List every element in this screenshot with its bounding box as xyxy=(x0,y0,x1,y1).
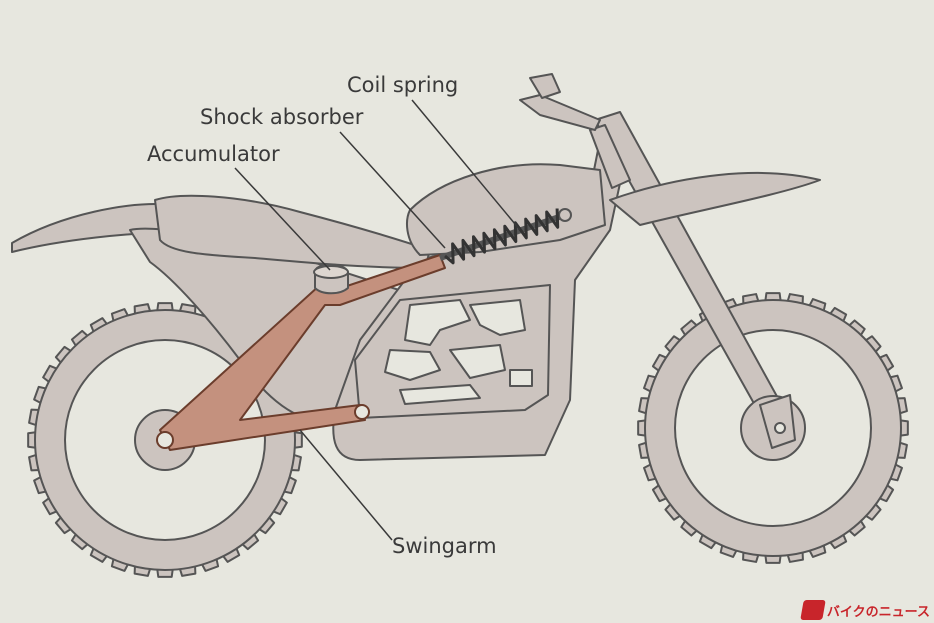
label-swingarm: Swingarm xyxy=(392,534,497,558)
watermark: バイクのニュース xyxy=(800,600,930,620)
label-coil-spring: Coil spring xyxy=(347,73,459,97)
fuel-tank xyxy=(406,163,606,256)
leader-line-coil-spring xyxy=(411,99,521,231)
leader-line-accumulator xyxy=(234,167,331,271)
handlebar xyxy=(519,94,601,131)
leader-line-shock-absorber xyxy=(339,131,446,249)
steering-head xyxy=(589,124,631,189)
watermark-logo-icon xyxy=(800,600,826,620)
accumulator-cap xyxy=(313,265,349,279)
leader-line-swingarm xyxy=(299,429,393,541)
front-axle-clamp xyxy=(759,394,796,449)
rear-axle xyxy=(156,431,174,449)
front-axle xyxy=(774,422,786,434)
front-fender xyxy=(609,171,821,226)
watermark-text: バイクのニュース xyxy=(826,604,930,620)
label-accumulator: Accumulator xyxy=(147,142,280,166)
coil-spring xyxy=(444,208,560,265)
label-shock-absorber: Shock absorber xyxy=(200,105,364,129)
handlebar-grip xyxy=(529,73,561,99)
shock-absorber xyxy=(439,208,572,261)
engine xyxy=(384,299,533,405)
swingarm-pivot xyxy=(354,404,370,420)
